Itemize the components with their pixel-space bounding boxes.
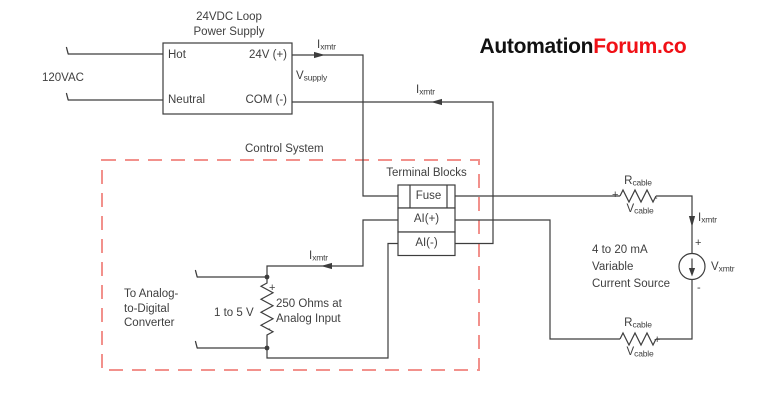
vcable-sub: cable [634, 205, 654, 216]
wire-end-ticks [65, 46, 198, 349]
tick-hot [65, 46, 69, 55]
arrow-ixmtr-supply-neg [431, 98, 442, 106]
resistor-250-ohm [259, 277, 275, 348]
vxmtr-sym: V [711, 261, 719, 273]
resistor-250-line2: Analog Input [276, 313, 341, 325]
vxmtr-sub: xmtr [718, 263, 735, 274]
polarity-plus-rcable-bottom: + [654, 334, 661, 346]
ixmtr-sub: xmtr [419, 86, 435, 97]
ixmtr-label-supply-neg: Ixmtr [416, 84, 435, 99]
vxmtr-label: Vxmtr [711, 261, 735, 276]
ixmtr-label-analog: Ixmtr [309, 250, 328, 265]
neutral-terminal-label: Neutral [168, 94, 206, 106]
terminal-blocks-boxes [397, 184, 456, 257]
polarity-plus-rcable-top: + [612, 189, 619, 201]
vcable-sym: V [626, 203, 635, 215]
polarity-minus-rcable-top: - [654, 192, 658, 204]
control-system-boundary [101, 159, 480, 371]
ai-minus-label: AI(-) [415, 237, 438, 249]
junction-dots [264, 274, 270, 351]
junction-resistor-bottom [264, 345, 270, 351]
ixmtr-sub: xmtr [312, 252, 328, 263]
wire-com-to-ai-minus [292, 101, 494, 245]
ixmtr-sub: xmtr [701, 214, 717, 225]
wire-return-to-ai-plus [455, 219, 620, 340]
rcable-sub: cable [632, 319, 652, 330]
current-source-arrowhead [688, 268, 696, 277]
polarity-minus-resistor-250: - [267, 323, 271, 335]
tick-adc-bottom [194, 340, 198, 349]
resistor-rcable-top [619, 188, 657, 204]
ixmtr-label-supply-pos: Ixmtr [317, 39, 336, 54]
arrow-ixmtr-analog [321, 262, 332, 270]
polarity-minus-source: - [697, 282, 701, 294]
source-desc-line3: Current Source [592, 278, 670, 290]
current-source-description: 4 to 20 mA Variable Current Source [592, 242, 670, 293]
source-desc-line2: Variable [592, 261, 634, 273]
vcable-sym: V [626, 346, 635, 358]
adc-label-line3: Converter [124, 317, 175, 329]
logo-red-text: Forum.co [593, 35, 687, 58]
vsupply-sym: V [296, 70, 304, 82]
com-terminal-label: COM (-) [245, 94, 287, 106]
resistor-250-line1: 250 Ohms at [276, 298, 342, 310]
wires [68, 53, 706, 359]
hot-terminal-label: Hot [168, 49, 186, 61]
polarity-plus-source: + [695, 237, 702, 249]
wire-source-to-rcable-bottom [656, 279, 693, 340]
ai-plus-label: AI(+) [413, 213, 440, 225]
ixmtr-sym: I [416, 84, 420, 96]
polarity-minus-rcable-bottom: - [614, 333, 618, 345]
tick-neutral [65, 92, 69, 101]
terminal-blocks-label: Terminal Blocks [386, 167, 467, 179]
ixmtr-sym: I [317, 39, 321, 51]
vcable-sub: cable [634, 348, 654, 359]
tick-adc-top [194, 269, 198, 278]
adc-label-line2: to-Digital [124, 302, 170, 315]
fuse-label: Fuse [415, 190, 442, 202]
ixmtr-sub: xmtr [320, 41, 336, 52]
vcable-top-label: Vcable [612, 203, 668, 218]
rcable-bottom-label: Rcable [610, 317, 666, 332]
power-supply-title: 24VDC Loop Power Supply [162, 10, 296, 39]
adc-label-line1: To Analog- [124, 288, 179, 300]
logo-black-text: Automation [479, 35, 594, 58]
rcable-sym: R [624, 317, 633, 329]
rcable-sym: R [624, 175, 633, 187]
wire-ai-plus-to-resistor [266, 219, 398, 277]
control-system-label: Control System [245, 143, 324, 155]
power-supply-box [162, 42, 293, 115]
arrow-ixmtr-supply-pos [314, 51, 325, 59]
wire-24v-to-fuse [292, 54, 398, 197]
ixmtr-sym: I [698, 212, 702, 224]
adc-label: To Analog- to-Digital Converter [124, 287, 178, 331]
polarity-plus-resistor-250: + [269, 282, 276, 294]
resistor-250-label: 250 Ohms at Analog Input [276, 297, 342, 327]
vsupply-label: Vsupply [296, 70, 327, 85]
power-supply-title-line2: Power Supply [193, 25, 265, 38]
vcable-bottom-label: Vcable [612, 346, 668, 361]
power-supply-title-line1: 24VDC Loop [196, 11, 262, 23]
current-arrows [314, 51, 696, 277]
24v-terminal-label: 24V (+) [248, 49, 287, 61]
ixmtr-sym: I [309, 250, 313, 262]
wire-rcable-to-source [656, 195, 693, 254]
junction-resistor-top [264, 274, 270, 280]
vsupply-sub: supply [303, 72, 328, 83]
automationforum-logo: AutomationForum.co [458, 36, 708, 58]
resistor-rcable-bottom [619, 331, 657, 347]
rcable-sub: cable [632, 177, 652, 188]
voltage-range-label: 1 to 5 V [214, 307, 254, 319]
wire-ai-minus-to-resistor [266, 242, 398, 359]
rcable-top-label: Rcable [610, 175, 666, 190]
ixmtr-label-source: Ixmtr [698, 212, 717, 227]
arrow-ixmtr-source [688, 216, 696, 227]
source-desc-line1: 4 to 20 mA [592, 244, 648, 256]
input-voltage-label: 120VAC [42, 72, 84, 84]
